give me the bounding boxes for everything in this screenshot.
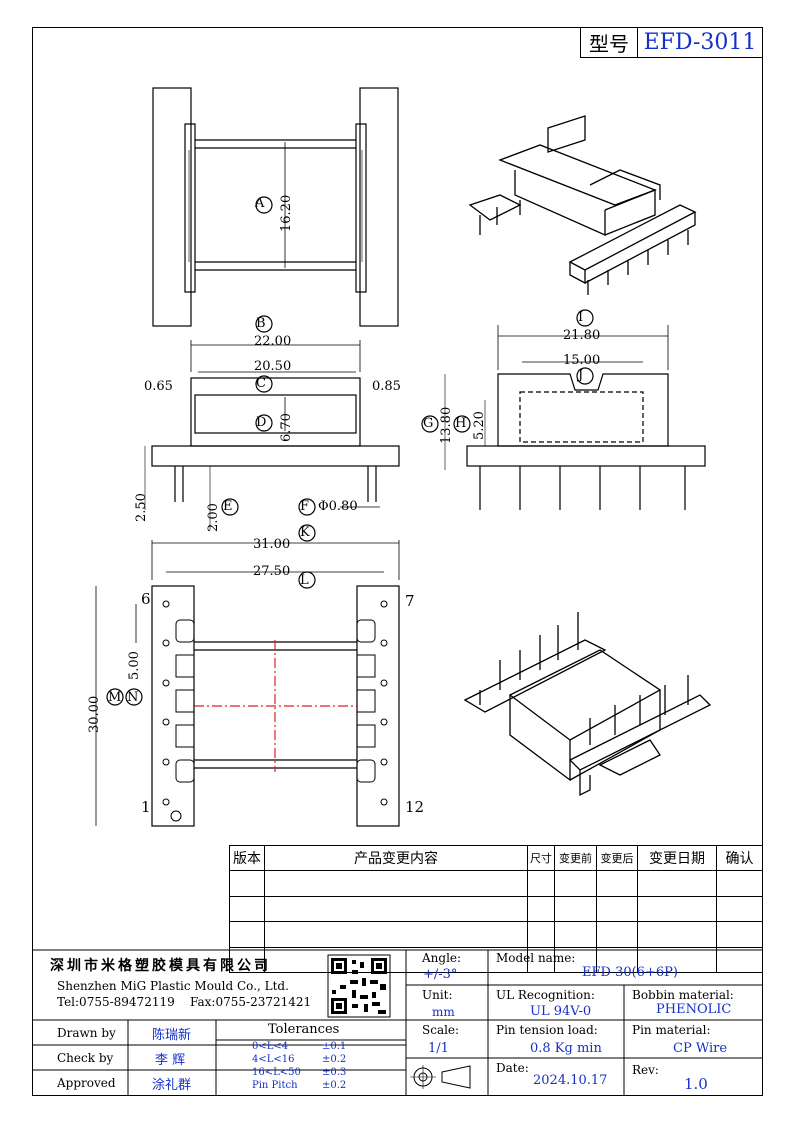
dim-left-height: 2.50 [134,493,149,522]
company-tel: Tel:0755-89472119 [57,995,175,1009]
table-row [229,870,763,897]
scale-value: 1/1 [428,1041,449,1056]
dim-n-value: 5.00 [127,651,142,680]
dim-h-value: 5.20 [472,411,487,440]
tol-value-1: ±0.2 [322,1054,347,1065]
iso-view-bottom [463,612,712,797]
table-row [229,946,763,973]
label-d: D [256,415,267,430]
dim-e-value: 2.00 [206,503,221,532]
unit-value: mm [432,1005,455,1019]
label-m: M [108,690,122,705]
label-l: L [300,573,309,588]
check-by-label: Check by [57,1051,114,1065]
dim-d-value: 6.70 [279,413,294,442]
dim-a-value: 16.20 [279,194,294,232]
drawing-frame [32,27,763,1096]
label-c: C [256,376,266,391]
pin-label-6: 6 [141,590,151,608]
model-name-value: EFD 30(6+6P) [582,965,678,980]
approved-value: 涂礼群 [152,1078,192,1093]
rev-label: Rev: [632,1063,659,1077]
dim-m-value: 30.00 [87,695,102,733]
dim-i-value: 21.80 [563,328,601,343]
bobbin-label: Bobbin material: [632,988,734,1002]
label-f: F [300,499,310,514]
tol-range-0: 0<L<4 [252,1041,289,1052]
top-view [152,87,399,327]
label-g: G [423,416,434,431]
table-row [229,895,763,923]
side-view [421,309,706,510]
company-name-cn: 深圳市米格塑胶模具有限公司 [50,958,271,974]
tol-value-0: ±0.1 [322,1041,347,1052]
label-h: H [455,416,467,431]
iso-view-top [468,115,697,295]
date-value: 2024.10.17 [533,1073,608,1088]
check-by-value: 李 辉 [155,1053,186,1068]
label-k: K [300,525,310,540]
scale-label: Scale: [422,1023,460,1037]
dim-c-right: 0.85 [372,379,401,394]
pin-material-label: Pin material: [632,1023,711,1037]
date-label: Date: [496,1061,529,1075]
angle-label: Angle: [422,951,462,965]
col-change-date: 变更日期 [637,844,717,872]
model-box: 型号 EFD-3011 [580,27,763,58]
col-dimension: 尺寸 [527,844,555,872]
ul-value: UL 94V-0 [530,1004,592,1019]
tol-range-1: 4<L<16 [252,1054,295,1065]
label-a: A [255,196,265,211]
approved-label: Approved [57,1076,116,1090]
dim-k-value: 31.00 [253,537,291,552]
company-fax: Fax:0755-23721421 [190,995,312,1009]
change-table: 版本 产品变更内容 尺寸 变更前 变更后 变更日期 确认 [229,844,763,973]
tol-value-3: ±0.2 [322,1080,347,1091]
col-change-content: 产品变更内容 [264,844,528,872]
rev-value: 1.0 [684,1075,708,1093]
tol-value-2: ±0.3 [322,1067,347,1078]
model-name-label: Model name: [496,951,576,965]
dim-f-value: Φ0.80 [318,499,358,514]
dim-b-value: 22.00 [254,334,292,349]
col-after: 变更后 [596,844,638,872]
drawn-by-value: 陈瑞新 [152,1028,192,1043]
label-i: I [578,310,584,325]
angle-value: +/-3° [423,967,458,982]
col-version: 版本 [229,844,265,872]
tension-label: Pin tension load: [496,1023,598,1037]
tolerances-label: Tolerances [268,1022,340,1037]
front-view [144,315,400,530]
dim-g-value: 13.80 [439,406,454,444]
table-row [229,921,763,948]
model-label: 型号 [581,28,638,57]
dim-j-value: 15.00 [563,353,601,368]
tension-value: 0.8 Kg min [530,1041,602,1056]
dim-l-value: 27.50 [253,564,291,579]
label-n: N [127,690,139,705]
pin-label-1: 1 [141,798,151,816]
tol-range-2: 16<L<50 [252,1067,301,1078]
col-confirm: 确认 [716,844,763,872]
unit-label: Unit: [422,988,453,1002]
label-b: B [256,316,266,331]
bobbin-value: PHENOLIC [656,1002,732,1017]
pin-label-12: 12 [405,798,425,816]
ul-label: UL Recognition: [496,988,595,1002]
bottom-view [95,524,400,827]
change-table-header: 版本 产品变更内容 尺寸 变更前 变更后 变更日期 确认 [229,844,763,872]
col-before: 变更前 [554,844,597,872]
label-j: J [578,368,584,383]
pin-label-7: 7 [405,592,415,610]
label-e: E [223,499,233,514]
tol-range-3: Pin Pitch [252,1080,298,1091]
dim-c-value: 20.50 [254,359,292,374]
dim-c-left: 0.65 [144,379,173,394]
drawn-by-label: Drawn by [57,1026,116,1040]
company-name-en: Shenzhen MiG Plastic Mould Co., Ltd. [57,979,289,993]
pin-material-value: CP Wire [673,1041,728,1056]
model-value: EFD-3011 [643,30,757,55]
